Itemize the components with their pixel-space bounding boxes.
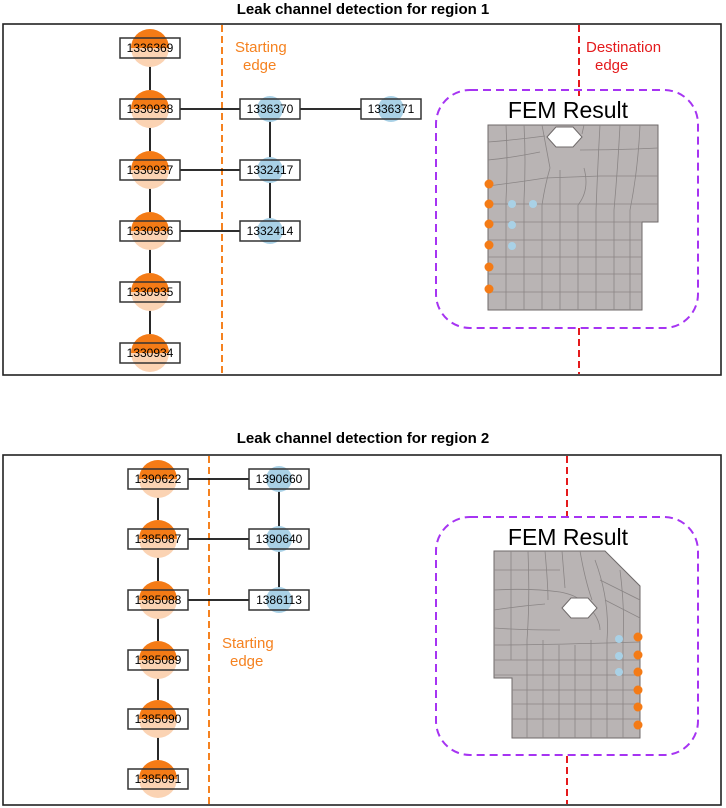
node-label: 1336370 xyxy=(247,102,294,116)
region1-starting-edge-label-2: edge xyxy=(243,57,276,74)
node[interactable]: 1332414 xyxy=(239,218,301,244)
node-label: 1330935 xyxy=(127,285,174,299)
node[interactable]: 1336370 xyxy=(239,96,301,122)
node-label: 1336369 xyxy=(127,41,174,55)
node[interactable]: 1385090 xyxy=(127,700,189,738)
node-label: 1385091 xyxy=(135,772,182,786)
region2-fem-markers xyxy=(615,632,643,730)
region2-fem-box xyxy=(435,516,699,756)
region1-fem-title: FEM Result xyxy=(508,97,629,123)
node[interactable]: 1385091 xyxy=(127,760,189,798)
node-label: 1385090 xyxy=(135,712,182,726)
region2-connectors xyxy=(157,478,280,779)
node[interactable]: 1390640 xyxy=(248,526,310,552)
node[interactable]: 1330937 xyxy=(119,151,181,189)
node-label: 1386113 xyxy=(256,593,302,607)
region1-left-nodes: 1336369 1330938 1330937 1330936 1330935 xyxy=(119,29,181,372)
region1-title: Leak channel detection for region 1 xyxy=(237,1,490,18)
node-label: 1390640 xyxy=(256,532,303,546)
region1-fem-markers xyxy=(484,179,537,294)
region2-fem-title: FEM Result xyxy=(508,524,629,550)
node-label: 1385087 xyxy=(135,532,182,546)
mesh-hole xyxy=(561,597,598,619)
region2-fem-mesh xyxy=(493,550,641,739)
region2-left-nodes: 1390622 1385087 1385088 1385089 1385090 xyxy=(127,460,189,798)
region1-fem-mesh xyxy=(487,124,659,311)
node-label: 1332417 xyxy=(247,163,294,177)
node[interactable]: 1386113 xyxy=(248,587,310,613)
region2-middle-nodes: 1390660 1390640 1386113 xyxy=(248,466,310,613)
region2-starting-edge-label-1: Starting xyxy=(222,635,274,652)
node-label: 1330934 xyxy=(127,346,174,360)
node-label: 1390660 xyxy=(256,472,303,486)
node[interactable]: 1385088 xyxy=(127,581,189,619)
region1-fem-box xyxy=(435,89,699,329)
node[interactable]: 1385087 xyxy=(127,520,189,558)
region1-connectors xyxy=(149,48,361,354)
region2-starting-edge-label-2: edge xyxy=(230,653,263,670)
node-label: 1385088 xyxy=(135,593,182,607)
node-label: 1390622 xyxy=(135,472,182,486)
node-label: 1336371 xyxy=(368,102,415,116)
region1-frame xyxy=(2,23,722,376)
region2-title: Leak channel detection for region 2 xyxy=(237,430,490,447)
node[interactable]: 1330934 xyxy=(119,334,181,372)
region1-destination-edge-label-2: edge xyxy=(595,57,628,74)
node[interactable]: 1336369 xyxy=(119,29,181,67)
region2-frame xyxy=(2,454,722,806)
node[interactable]: 1336371 xyxy=(360,96,422,122)
node[interactable]: 1332417 xyxy=(239,157,301,183)
node-label: 1385089 xyxy=(135,653,182,667)
mesh-hole xyxy=(546,126,583,148)
region1-middle-nodes: 1336370 1332417 1332414 1336371 xyxy=(239,96,422,244)
node-label: 1332414 xyxy=(247,224,294,238)
node[interactable]: 1385089 xyxy=(127,641,189,679)
region1-destination-edge-label-1: Destination xyxy=(586,39,661,56)
node[interactable]: 1330935 xyxy=(119,273,181,311)
node[interactable]: 1330936 xyxy=(119,212,181,250)
node[interactable]: 1330938 xyxy=(119,90,181,128)
node-label: 1330936 xyxy=(127,224,174,238)
node-label: 1330937 xyxy=(127,163,174,177)
node[interactable]: 1390660 xyxy=(248,466,310,492)
node-label: 1330938 xyxy=(127,102,174,116)
node[interactable]: 1390622 xyxy=(127,460,189,498)
region1-starting-edge-label-1: Starting xyxy=(235,39,287,56)
